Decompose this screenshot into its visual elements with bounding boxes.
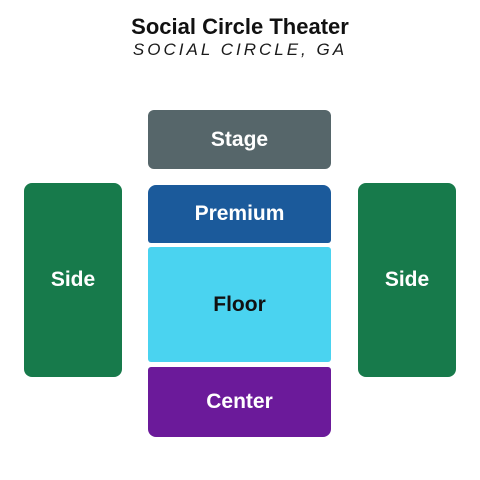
venue-title: Social Circle Theater (131, 14, 349, 39)
stage-label: Stage (210, 127, 269, 151)
section-side-right[interactable]: Side (358, 183, 456, 377)
section-floor[interactable]: Floor (148, 247, 331, 362)
section-side-right-label: Side (384, 268, 430, 291)
section-premium[interactable]: Premium (148, 185, 331, 243)
section-center-label: Center (206, 390, 273, 413)
stage-area: Stage (148, 110, 331, 169)
section-center[interactable]: Center (148, 367, 331, 437)
venue-location: SOCIAL CIRCLE, GA (132, 40, 348, 59)
section-side-left-label: Side (50, 268, 96, 291)
section-floor-label: Floor (213, 292, 266, 316)
section-side-left[interactable]: Side (24, 183, 122, 377)
section-premium-label: Premium (194, 202, 285, 225)
